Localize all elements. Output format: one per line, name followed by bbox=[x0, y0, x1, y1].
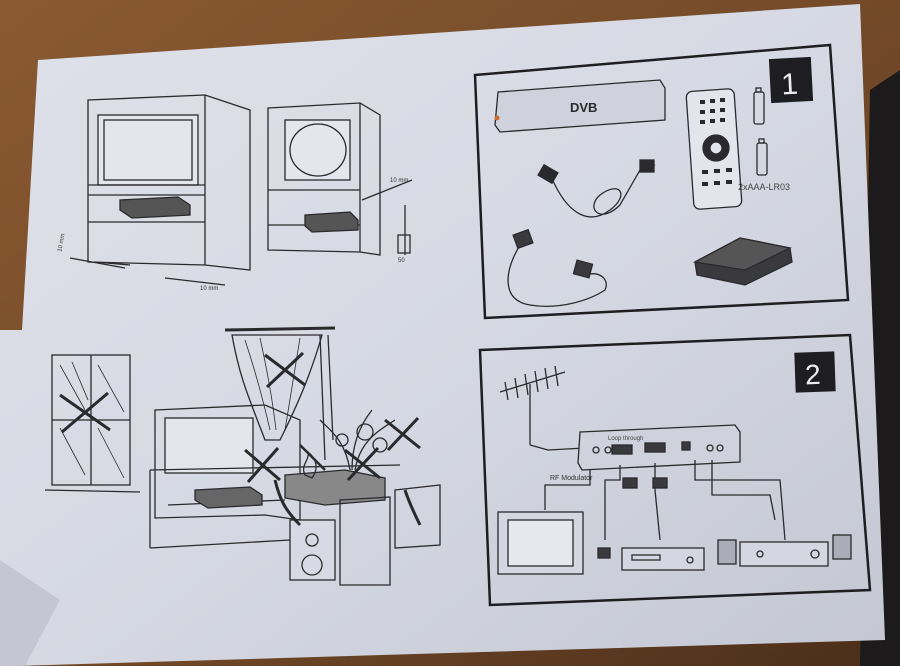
panel-2-number-badge bbox=[794, 351, 836, 393]
power-cable-icon bbox=[549, 164, 656, 218]
speaker-icon bbox=[289, 519, 336, 581]
panel-connections: 2 bbox=[478, 333, 872, 607]
cabinet-placement-drawing bbox=[69, 94, 413, 286]
speaker-right-icon bbox=[832, 534, 852, 560]
antenna-icon bbox=[499, 365, 566, 445]
battery-label: 2xAAA-LR03 bbox=[738, 182, 790, 192]
page-fold-shadow bbox=[0, 560, 60, 666]
room-placement-drawing bbox=[44, 326, 441, 586]
receiver-box-icon bbox=[194, 486, 263, 509]
scart-cable-icon bbox=[507, 244, 607, 307]
panel-2-number: 2 bbox=[805, 359, 822, 391]
curtain-icon bbox=[231, 334, 323, 441]
panel-1-frame bbox=[473, 43, 850, 320]
loop-through-label: Loop through bbox=[608, 436, 643, 442]
panel-2-frame bbox=[478, 333, 872, 607]
forbidden-cross-box bbox=[299, 444, 326, 471]
dimension-label-right: 10 mm bbox=[390, 178, 408, 184]
receiver-box-icon bbox=[494, 79, 666, 133]
panel-box-contents: 1 bbox=[473, 43, 850, 320]
dimension-label-side: 50 bbox=[398, 258, 405, 264]
panel-1-number-badge bbox=[768, 56, 814, 104]
manual-page bbox=[0, 4, 885, 666]
curtain-rod-icon bbox=[224, 326, 336, 332]
receiver-box-icon bbox=[119, 196, 191, 219]
dvb-logo: DVB bbox=[570, 100, 597, 115]
dimension-label-left: 10 mm bbox=[57, 233, 66, 252]
speaker-left-icon bbox=[717, 539, 737, 565]
dimension-label-mid: 10 mm bbox=[200, 286, 218, 292]
amplifier-icon bbox=[739, 541, 829, 567]
rf-modulator-label: RF Modulator bbox=[550, 475, 593, 482]
vcr-icon bbox=[621, 547, 705, 571]
panel-1-number: 1 bbox=[780, 68, 798, 102]
